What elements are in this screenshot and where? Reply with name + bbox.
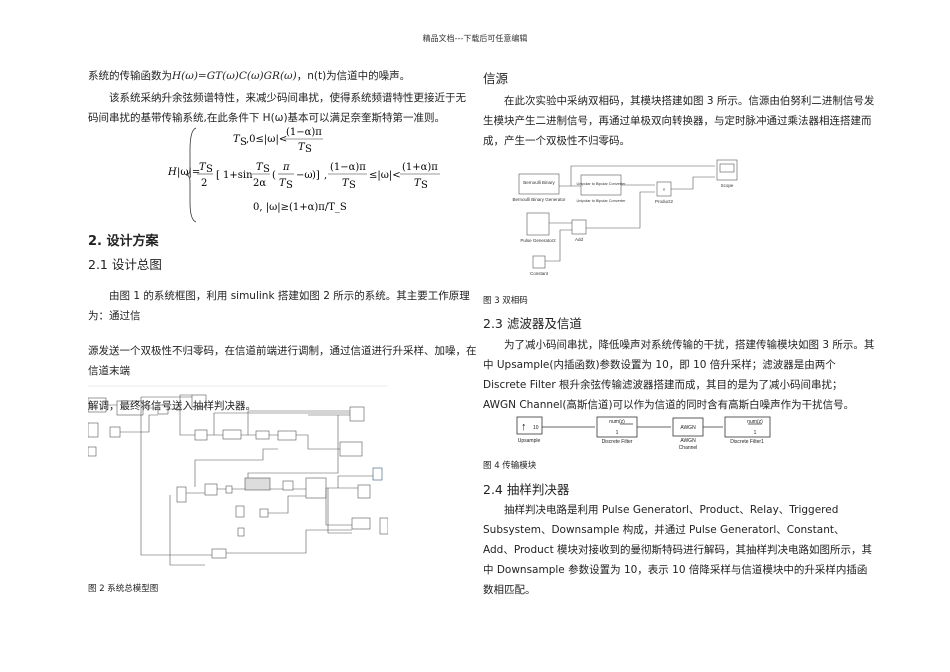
block-label: Bernoulli Binary Generator — [512, 197, 566, 202]
svg-text:S: S — [206, 164, 213, 175]
paragraph: 为了减小码间串扰，降低噪声对系统传输的干扰，搭建传输模块如图 3 所示。其中 U… — [483, 339, 875, 411]
text: 系统的传输函数为 — [88, 70, 172, 82]
paragraph: 抽样判决电路是利用 Pulse Generatorl、Product、Relay… — [483, 504, 873, 596]
block-label: Upsample — [518, 438, 541, 444]
svg-text:T: T — [199, 162, 207, 173]
block-label: Bernoulli Binary — [523, 180, 555, 185]
svg-text:H: H — [167, 167, 177, 178]
figure-caption: 图 3 双相码 — [483, 296, 528, 306]
svg-text:)]: )] — [312, 170, 320, 181]
paragraph: 由图 1 的系统框图，利用 simulink 搭建如图 2 所示的系统。其主要工… — [88, 286, 478, 416]
section-heading: 信源 — [483, 71, 509, 86]
block-label: Product2 — [655, 199, 674, 204]
svg-text:T: T — [233, 134, 241, 145]
svg-text:T: T — [342, 178, 350, 189]
svg-text:↑: ↑ — [521, 421, 527, 433]
filter-denominator: 1 — [616, 430, 619, 436]
paragraph-line: 源发送一个双极性不归零码，在信道前端进行调制，通过信道进行升采样、加噪，在信道末… — [88, 345, 477, 377]
svg-text:(1−α)π: (1−α)π — [286, 127, 322, 138]
svg-text:,0≤|ω|<: ,0≤|ω|< — [246, 134, 287, 145]
block-label: AWGN — [680, 438, 696, 444]
bernoulli-block — [518, 173, 560, 195]
svg-text:S: S — [286, 180, 293, 191]
figure-caption: 图 4 传输模块 — [483, 461, 537, 471]
svg-text:S: S — [240, 137, 247, 148]
svg-text:(1+α)π: (1+α)π — [402, 162, 438, 173]
svg-text:T: T — [414, 178, 422, 189]
svg-text:,: , — [324, 170, 327, 181]
svg-text:S: S — [421, 180, 428, 191]
block-label: Discrete Filter — [602, 439, 633, 445]
block-label: Constant — [530, 271, 549, 276]
formula-inline: H(ω)=GT(ω)C(ω)GR(ω) — [172, 70, 297, 82]
svg-text:×: × — [663, 187, 666, 192]
block-label: Channel — [679, 445, 698, 451]
block-label: Scope — [721, 183, 734, 188]
svg-text:[: [ — [216, 170, 220, 181]
svg-text:1+sin: 1+sin — [223, 170, 253, 181]
filter-numerator: num(z) — [747, 419, 763, 425]
section-heading: 2.3 滤波器及信道 — [483, 316, 582, 331]
svg-text:(: ( — [272, 170, 276, 181]
system-model-diagram — [88, 385, 388, 566]
page-header: 精品文档---下载后可任意编辑 — [422, 34, 528, 43]
block-label: Unipolar to Bipolar Converter — [577, 199, 627, 203]
paragraph-line: 解调，最终将信号送入抽样判决器。 — [88, 400, 256, 412]
svg-text:S: S — [349, 180, 356, 191]
block-label: Pulse Generator2 — [520, 238, 556, 243]
svg-text:S: S — [305, 144, 312, 155]
svg-text:|ω|=: |ω|= — [177, 167, 200, 178]
block-label: Discrete Filter1 — [730, 439, 764, 445]
section-heading: 2. 设计方案 — [88, 234, 159, 249]
filter-denominator: 1 — [754, 430, 757, 436]
text: ，n(t)为信道中的噪声。 — [296, 70, 411, 82]
formula-case-3: 0, |ω|≥(1+α)π/T_S — [253, 202, 347, 213]
svg-text:T: T — [256, 162, 264, 173]
upsample-value: 10 — [533, 425, 539, 431]
paragraph: 该系统采纳升余弦频谱特性，来减少码间串扰，使得系统频谱特性更接近于无码间串扰的基… — [88, 92, 466, 124]
svg-text:π: π — [282, 162, 290, 173]
paragraph-line: 由图 1 的系统框图，利用 simulink 搭建如图 2 所示的系统。其主要工… — [88, 290, 470, 322]
svg-text:2: 2 — [201, 178, 207, 189]
awgn-icon-text: AWGN — [680, 425, 696, 431]
svg-text:≤|ω|<: ≤|ω|< — [369, 170, 401, 181]
block-label: Unipolar to Bipolar Converter — [577, 182, 627, 186]
transfer-function-line: 系统的传输函数为H(ω)=GT(ω)C(ω)GR(ω)，n(t)为信道中的噪声。 — [88, 66, 478, 86]
filter-numerator: num(z) — [609, 419, 625, 425]
section-heading: 2.1 设计总图 — [88, 257, 162, 272]
svg-text:T: T — [298, 142, 306, 153]
svg-text:S: S — [263, 164, 270, 175]
paragraph: 在此次实验中采纳双相码，其模块搭建如图 3 所示。信源由伯努利二进制信号发生模块… — [483, 95, 875, 147]
block-label: Add — [575, 237, 584, 242]
svg-text:(1−α)π: (1−α)π — [330, 162, 366, 173]
svg-text:T: T — [279, 178, 287, 189]
section-heading: 2.4 抽样判决器 — [483, 482, 570, 497]
figure-caption: 图 2 系统总模型图 — [88, 584, 159, 594]
transmission-module-diagram: ↑ 10 Upsample num(z) 1 Discrete Filter A… — [516, 416, 771, 451]
svg-text:−ω: −ω — [296, 170, 313, 181]
svg-text:2α: 2α — [253, 178, 266, 189]
biphase-code-diagram: Bernoulli Binary Bernoulli Binary Genera… — [512, 159, 738, 276]
block — [88, 397, 107, 413]
